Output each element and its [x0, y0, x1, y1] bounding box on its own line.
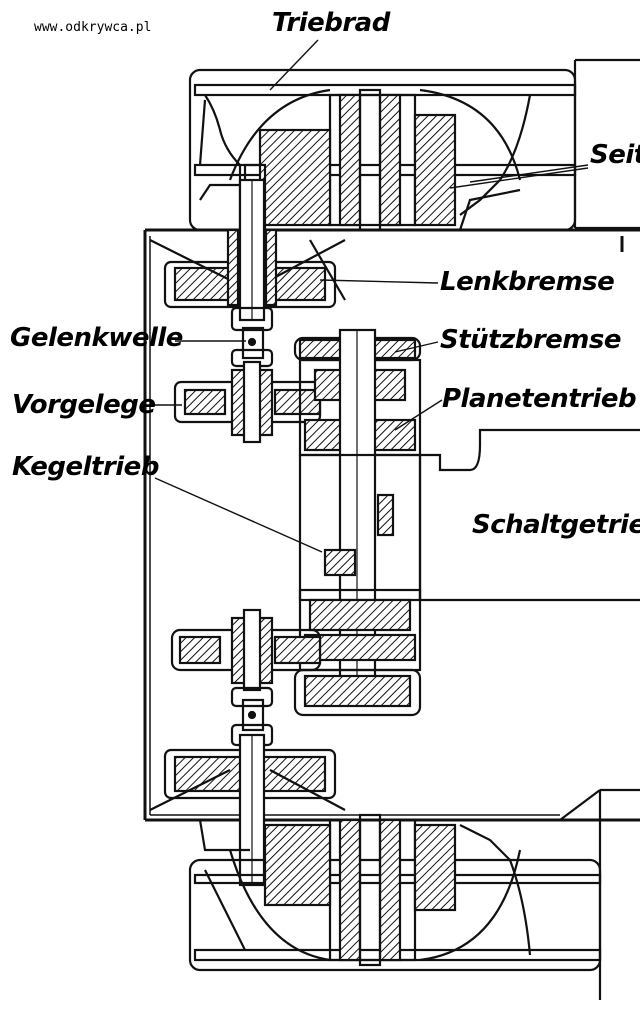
lower-vorgelege	[170, 608, 322, 692]
central-column	[293, 328, 422, 717]
upper-vorgelege	[173, 360, 322, 444]
label-lenkbremse: Lenkbremse	[440, 267, 615, 297]
label-vorgelege: Vorgelege	[12, 390, 156, 420]
watermark: www.odkrywca.pl	[34, 20, 152, 35]
top-drive-wheel	[188, 68, 577, 232]
upper-shaft	[226, 178, 278, 322]
label-triebrad: Triebrad	[272, 8, 390, 38]
label-kegeltrieb: Kegeltrieb	[12, 452, 159, 482]
bottom-drive-wheel	[188, 813, 602, 972]
label-seitenvorgelege: Seit	[590, 140, 640, 170]
leader-lines	[150, 39, 589, 553]
label-schaltgetriebe: Schaltgetrie	[472, 510, 640, 540]
label-stuetzbremse: Stützbremse	[440, 325, 622, 355]
label-gelenkwelle: Gelenkwelle	[10, 323, 183, 353]
label-planetentrieb: Planetentrieb	[442, 384, 637, 414]
